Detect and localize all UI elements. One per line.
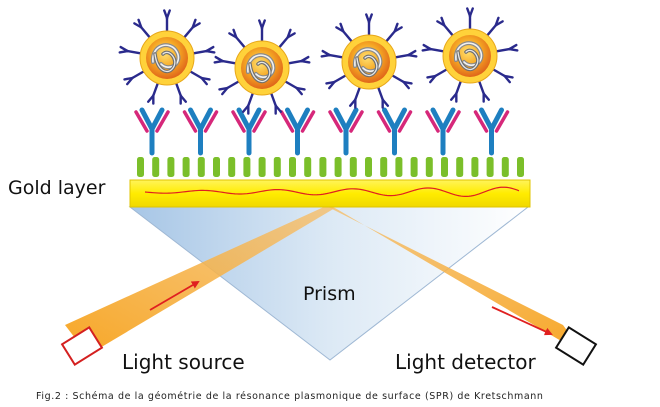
linker-pill <box>441 157 448 177</box>
nanoparticle-icon <box>421 7 519 103</box>
antibody-layer <box>134 107 510 156</box>
linker-pill <box>258 157 266 177</box>
linker-pill <box>152 157 160 177</box>
prism-label: Prism <box>303 283 356 305</box>
nanoparticle-icon <box>320 13 418 109</box>
linker-pill <box>349 157 357 177</box>
light-detector-label: Light detector <box>395 350 536 374</box>
linker-pill <box>395 157 403 177</box>
linker-layer <box>137 157 524 177</box>
plasmon-wave <box>144 186 520 198</box>
antibody-icon <box>279 107 316 156</box>
linker-pill <box>425 157 433 177</box>
antibody-icon <box>182 107 219 156</box>
reflected-arrow <box>491 306 553 336</box>
nanoparticle-icon <box>213 19 311 115</box>
light-source-label: Light source <box>122 350 245 374</box>
linker-pill <box>486 157 494 177</box>
linker-pill <box>273 157 281 177</box>
antibody-icon <box>231 107 267 156</box>
linker-pill <box>243 157 251 177</box>
linker-pill <box>228 157 236 177</box>
antibody-icon <box>425 107 461 156</box>
linker-pill <box>167 157 175 177</box>
linker-pill <box>471 157 479 177</box>
incident-light-beam <box>65 206 335 355</box>
linker-pill <box>182 157 190 177</box>
light-source-box-icon <box>60 325 104 367</box>
antibody-icon <box>473 107 510 156</box>
incident-arrow <box>149 280 200 311</box>
nanoparticle-icon <box>118 9 216 105</box>
gold-layer-label: Gold layer <box>8 177 106 199</box>
figure-caption: Fig.2 : Schéma de la géométrie de la rés… <box>36 391 544 402</box>
antibody-icon <box>328 107 364 156</box>
linker-pill <box>319 157 327 177</box>
linker-pill <box>289 157 296 177</box>
linker-pill <box>456 157 464 177</box>
linker-pill <box>365 157 372 177</box>
gold-layer <box>129 179 531 208</box>
linker-pill <box>380 157 388 177</box>
light-detector-box-icon <box>554 325 598 367</box>
linker-pill <box>137 157 144 177</box>
nanoparticle-layer <box>118 7 519 115</box>
antibody-icon <box>134 107 170 156</box>
linker-pill <box>501 157 509 177</box>
linker-pill <box>304 157 312 177</box>
linker-pill <box>410 157 418 177</box>
linker-pill <box>334 157 342 177</box>
linker-pill <box>517 157 524 177</box>
linker-pill <box>213 157 220 177</box>
antibody-icon <box>376 107 413 156</box>
linker-pill <box>197 157 205 177</box>
